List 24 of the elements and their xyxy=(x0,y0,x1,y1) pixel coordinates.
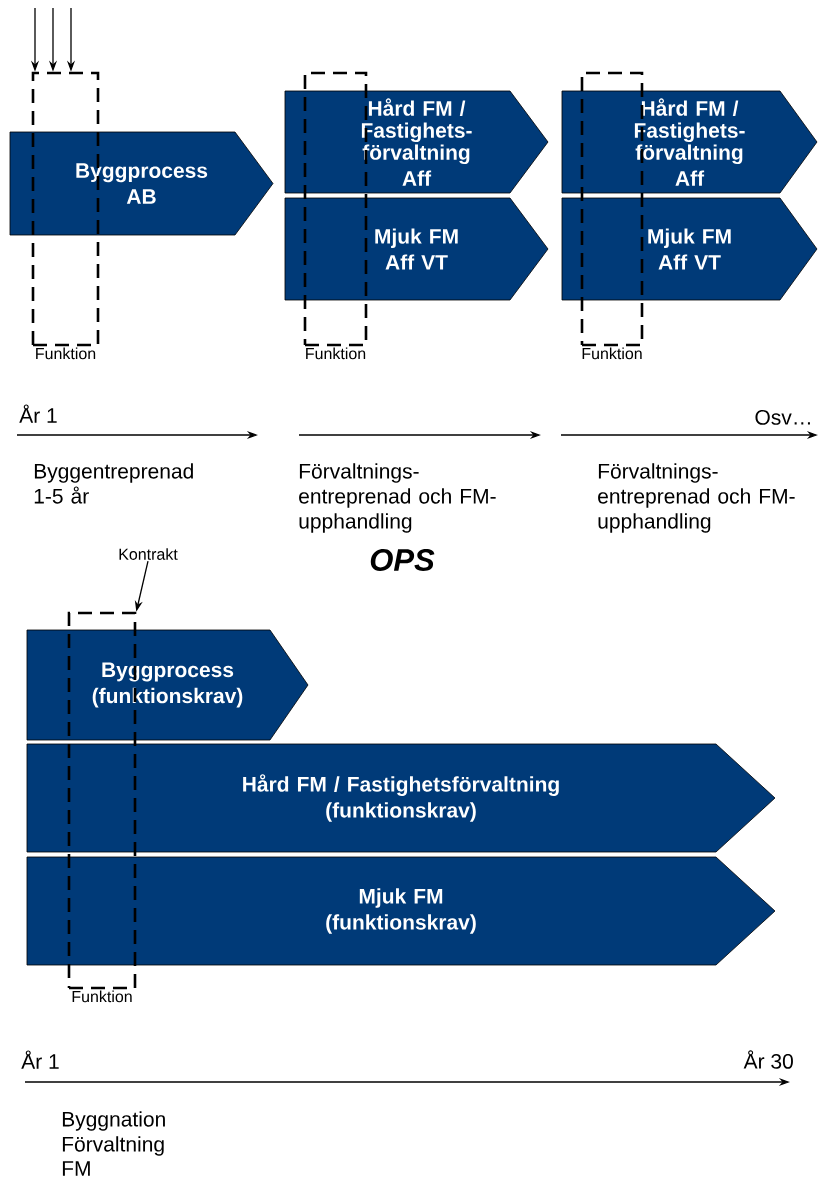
text-label: Byggnation xyxy=(62,1111,165,1131)
heading: OPS xyxy=(370,549,435,571)
text-label: Förvaltning xyxy=(62,1136,164,1156)
text-label: Förvaltnings- entreprenad och FM- upphandling xyxy=(299,463,496,533)
chevron-box: Byggprocess (funktionskrav) xyxy=(26,629,309,741)
text-label: Osv… xyxy=(755,409,810,425)
text-label: Byggentreprenad 1-5 år xyxy=(34,463,193,504)
text-label: År 30 xyxy=(743,1050,793,1069)
text-label: Förvaltnings- entreprenad och FM- upphandling xyxy=(598,463,795,533)
chevron-box: Hård FM / Fastighets- förvaltning Aff xyxy=(561,90,818,194)
node-label: Funktion xyxy=(36,347,96,360)
node-label: Funktion xyxy=(72,990,132,1003)
chevron-box: Mjuk FM (funktionskrav) xyxy=(26,856,776,966)
text-label: Kontrakt xyxy=(119,548,178,560)
text-label: FM xyxy=(62,1161,90,1176)
node-label: Funktion xyxy=(306,347,366,360)
chevron-box: Byggprocess AB xyxy=(9,131,274,236)
chevron-box: Hård FM / Fastighetsförvaltning (funktionskrav) xyxy=(26,743,776,853)
text-label: År 1 xyxy=(19,404,57,423)
chevron-box: Mjuk FM Aff VT xyxy=(284,197,549,301)
text-label: År 1 xyxy=(21,1050,59,1069)
chevron-box: Hård FM / Fastighets- förvaltning Aff xyxy=(284,90,549,194)
chevron-box: Mjuk FM Aff VT xyxy=(561,197,818,301)
node-label: Funktion xyxy=(582,347,642,360)
